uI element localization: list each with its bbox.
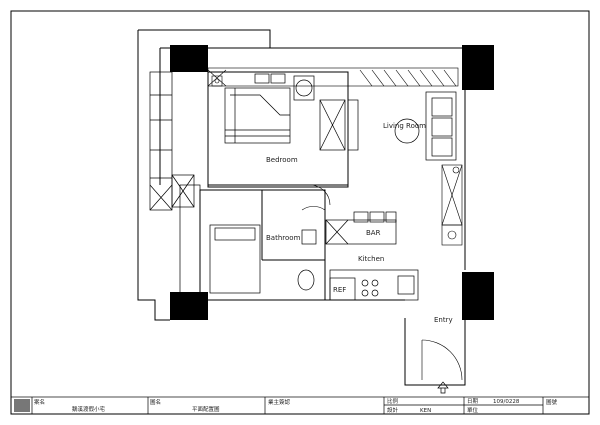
kitchen-counter (329, 269, 419, 301)
living-sofa (425, 91, 457, 161)
living-tv-cabinet (441, 164, 463, 246)
unit-label: 單位 (467, 406, 479, 414)
left-storage (149, 71, 201, 296)
scale-label: 比例 (387, 397, 399, 405)
top-storage (207, 67, 459, 87)
bedroom-walls (207, 71, 349, 188)
guest-bed (209, 224, 261, 294)
column-top-left (170, 45, 208, 72)
drawing-name-label: 圖名 (150, 398, 161, 406)
title-block (10, 396, 590, 415)
bedroom-lamp-icon (214, 78, 220, 84)
bedroom-chair (293, 75, 315, 101)
outer-walls (137, 29, 466, 386)
date-value: 109/0228 (493, 399, 520, 405)
company-logo (14, 399, 30, 412)
room-label-living-room: Living Room (383, 122, 426, 130)
entry-arrow-icon (437, 381, 449, 394)
bedroom-nightstand (211, 75, 223, 87)
case-name: 鵝溪渡假小宅 (72, 405, 106, 413)
bedroom-cabinet (319, 99, 359, 151)
date-label: 日期 (467, 398, 479, 405)
column-bottom-right (462, 272, 494, 320)
bathroom-toilet (297, 269, 315, 291)
column-top-right (462, 45, 494, 90)
bedroom-door-swing (309, 184, 331, 206)
bar-counter (325, 211, 397, 245)
room-label-bar: BAR (366, 229, 381, 237)
bathroom-walls (199, 189, 326, 301)
bathroom-sink (301, 229, 317, 245)
room-label-entry: Entry (434, 316, 453, 324)
living-round-table (394, 118, 420, 144)
bedroom-bed (224, 73, 291, 144)
room-label-ref: REF (333, 286, 346, 294)
drawing-name: 平面配置圖 (192, 406, 220, 413)
bathroom-door-swing (301, 206, 326, 211)
owner-signature-label: 業主簽認 (268, 398, 291, 406)
design-label: 設計 (387, 406, 399, 414)
room-label-bathroom: Bathroom (266, 234, 301, 242)
entry-door (421, 339, 463, 381)
drawing-frame (10, 10, 590, 415)
room-label-bedroom: Bedroom (266, 156, 298, 164)
drawing-no-label: 圖號 (546, 398, 558, 406)
case-name-label: 案名 (34, 398, 45, 406)
column-bottom-left (170, 292, 208, 320)
designer-name: KEN (420, 408, 431, 414)
room-label-kitchen: Kitchen (358, 255, 384, 263)
